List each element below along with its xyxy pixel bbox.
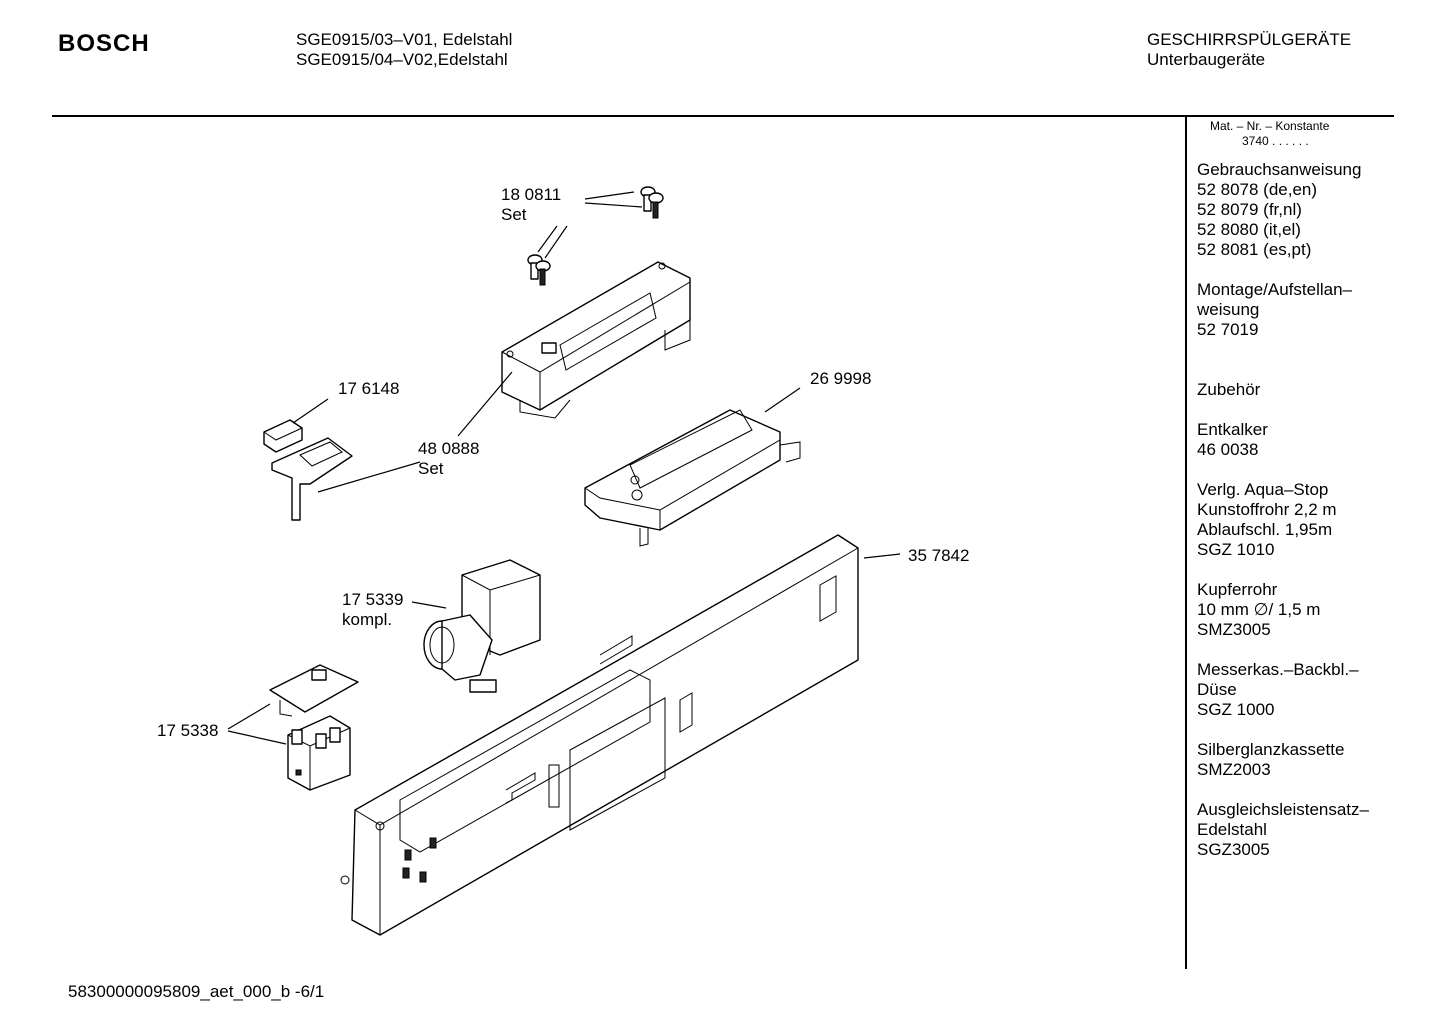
- sidebar-line: Gebrauchsanweisung: [1197, 160, 1362, 179]
- control-housing-drawing: [501, 261, 691, 419]
- sidebar-line: Entkalker: [1197, 420, 1268, 439]
- part-note: Set: [501, 205, 527, 224]
- part-number: 18 0811: [501, 185, 562, 204]
- sidebar-line: 52 7019: [1197, 320, 1259, 339]
- sidebar-divider: [1185, 117, 1187, 969]
- leader-176148: [292, 398, 421, 493]
- leader-480888: [457, 371, 513, 437]
- sidebar-line: Edelstahl: [1197, 820, 1267, 839]
- sidebar-line: Verlg. Aqua–Stop: [1197, 480, 1329, 499]
- sidebar-line: SGZ 1000: [1197, 700, 1275, 719]
- group-manual: Gebrauchsanweisung 52 8078 (de,en) 52 80…: [1197, 160, 1369, 260]
- sidebar-line: Silberglanzkassette: [1197, 740, 1345, 759]
- part-label-480888[interactable]: 48 0888 Set: [418, 439, 479, 479]
- door-lock-drawing: [423, 559, 541, 693]
- leader-357842: [863, 553, 901, 559]
- group-accessories: Zubehör: [1197, 380, 1369, 400]
- leader-175338: [227, 703, 287, 745]
- sidebar-line: 52 8081 (es,pt): [1197, 240, 1312, 259]
- control-panel-frame-drawing: [340, 534, 859, 936]
- category-line-1: GESCHIRRSPÜLGERÄTE: [1147, 30, 1352, 49]
- part-label-175339[interactable]: 17 5339 kompl.: [342, 590, 403, 630]
- sidebar-line: SMZ2003: [1197, 760, 1271, 779]
- exploded-parts-diagram: [227, 186, 901, 936]
- matnr-code: 3740 . . . . . .: [1242, 134, 1309, 148]
- appliance-category: GESCHIRRSPÜLGERÄTE Unterbaugeräte: [1147, 30, 1351, 70]
- sidebar-line: Düse: [1197, 680, 1237, 699]
- leader-269998: [764, 387, 801, 413]
- leader-180811: [537, 191, 643, 259]
- sidebar-line: 52 8078 (de,en): [1197, 180, 1318, 199]
- group-silver-cassette: Silberglanzkassette SMZ2003: [1197, 740, 1369, 780]
- group-aqua-stop: Verlg. Aqua–Stop Kunstoffrohr 2,2 m Abla…: [1197, 480, 1369, 560]
- sidebar-line: Zubehör: [1197, 380, 1261, 399]
- accessory-list: Gebrauchsanweisung 52 8078 (de,en) 52 80…: [1197, 160, 1369, 880]
- sidebar-line: SGZ 1010: [1197, 540, 1275, 559]
- brand-logo: BOSCH: [58, 30, 150, 57]
- group-compensation-strip: Ausgleichsleistensatz– Edelstahl SGZ3005: [1197, 800, 1369, 860]
- model-line-1: SGE0915/03–V01, Edelstahl: [296, 30, 513, 49]
- sidebar-line: SMZ3005: [1197, 620, 1271, 639]
- part-number: 17 5338: [157, 721, 219, 740]
- part-number: 35 7842: [908, 546, 970, 565]
- part-note: Set: [418, 459, 444, 478]
- part-number: 17 5339: [342, 590, 404, 609]
- part-label-175338[interactable]: 17 5338: [157, 721, 218, 741]
- sidebar-line: Kunstoffrohr 2,2 m: [1197, 500, 1337, 519]
- sidebar-line: Montage/Aufstellan–: [1197, 280, 1352, 299]
- switch-drawing: [269, 664, 359, 791]
- sidebar-line: Kupferrohr: [1197, 580, 1278, 599]
- group-descaler: Entkalker 46 0038: [1197, 420, 1369, 460]
- sidebar-line: SGZ3005: [1197, 840, 1270, 859]
- sidebar-line: 52 8079 (fr,nl): [1197, 200, 1302, 219]
- matnr-label: Mat. – Nr. – Konstante: [1210, 119, 1330, 133]
- screw-set-drawing: [527, 186, 664, 286]
- part-number: 17 6148: [338, 379, 400, 398]
- group-copper-pipe: Kupferrohr 10 mm ∅/ 1,5 m SMZ3005: [1197, 580, 1369, 640]
- model-numbers: SGE0915/03–V01, Edelstahl SGE0915/04–V02…: [296, 30, 512, 70]
- sidebar-line: Ausgleichsleistensatz–: [1197, 800, 1369, 819]
- group-nozzle: Messerkas.–Backbl.– Düse SGZ 1000: [1197, 660, 1369, 720]
- part-number: 26 9998: [810, 369, 872, 388]
- part-label-357842[interactable]: 35 7842: [908, 546, 969, 566]
- sidebar-line: 52 8080 (it,el): [1197, 220, 1301, 239]
- material-number-constant: Mat. – Nr. – Konstante 3740 . . . . . .: [1210, 119, 1329, 149]
- header-divider: [52, 115, 1394, 117]
- sidebar-line: Messerkas.–Backbl.–: [1197, 660, 1359, 679]
- part-label-269998[interactable]: 26 9998: [810, 369, 871, 389]
- document-id: 58300000095809_aet_000_b -6/1: [68, 982, 325, 1001]
- group-installation: Montage/Aufstellan– weisung 52 7019: [1197, 280, 1369, 340]
- leader-175339: [411, 601, 447, 609]
- sidebar-line: weisung: [1197, 300, 1260, 319]
- part-number: 48 0888: [418, 439, 480, 458]
- sidebar-line: Ablaufschl. 1,95m: [1197, 520, 1333, 539]
- electronic-module-drawing: [584, 409, 801, 547]
- model-line-2: SGE0915/04–V02,Edelstahl: [296, 50, 508, 69]
- part-label-180811[interactable]: 18 0811 Set: [501, 185, 561, 225]
- sidebar-line: 10 mm ∅/ 1,5 m: [1197, 600, 1321, 619]
- switch-bracket-drawing: [263, 419, 353, 521]
- category-line-2: Unterbaugeräte: [1147, 50, 1266, 69]
- part-note: kompl.: [342, 610, 393, 629]
- sidebar-line: 46 0038: [1197, 440, 1259, 459]
- part-label-176148[interactable]: 17 6148: [338, 379, 399, 399]
